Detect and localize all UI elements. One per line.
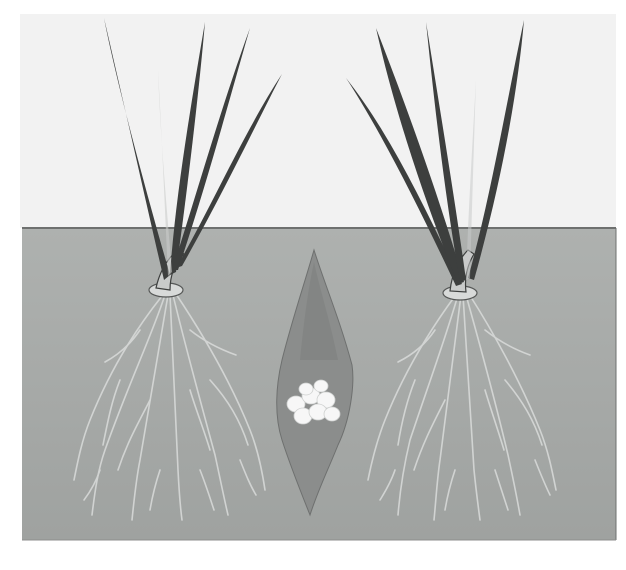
illustration-canvas bbox=[0, 0, 626, 570]
plant-fertilizer-illustration bbox=[0, 0, 626, 570]
